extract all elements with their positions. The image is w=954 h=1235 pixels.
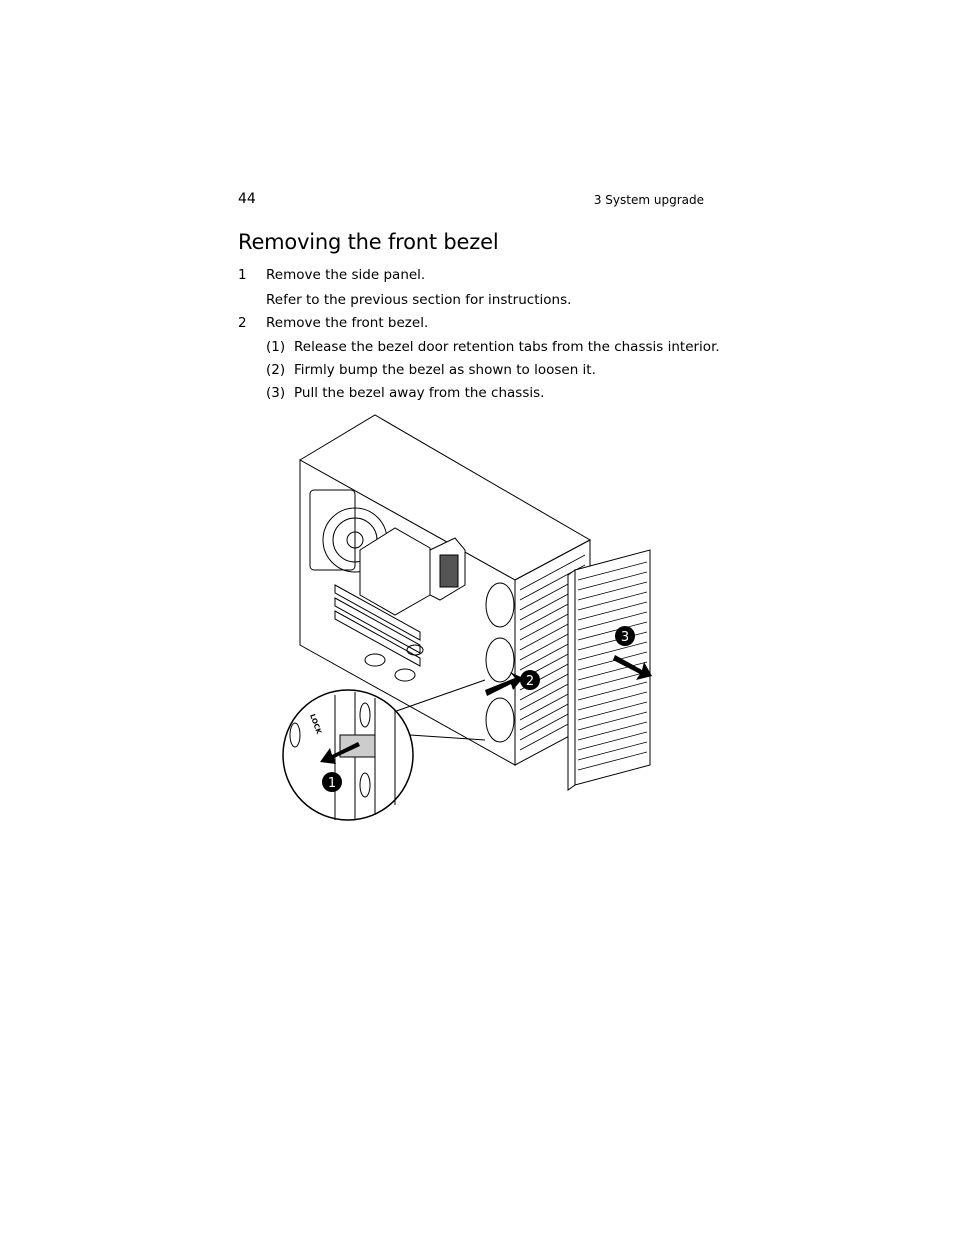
section-title: Removing the front bezel <box>238 230 499 254</box>
callout-3: 3 <box>621 630 629 645</box>
step-1-text: Remove the side panel. <box>266 267 426 283</box>
callout-1: 1 <box>328 776 336 791</box>
step-1-note: Refer to the previous section for instru… <box>266 292 572 308</box>
step-2-text: Remove the front bezel. <box>266 315 429 331</box>
page-number: 44 <box>238 191 256 207</box>
substep-text: Pull the bezel away from the chassis. <box>294 385 545 401</box>
substep-text: Firmly bump the bezel as shown to loosen… <box>294 362 596 378</box>
substep-label: (2) <box>266 362 286 378</box>
step-1: 1 <box>238 267 247 283</box>
substep-text: Release the bezel door retention tabs fr… <box>294 339 720 355</box>
substep-label: (1) <box>266 339 286 355</box>
callout-markers: 1 2 3 <box>322 626 635 792</box>
running-head: 3 System upgrade <box>593 193 704 207</box>
step-number: 2 <box>238 315 247 331</box>
bezel-removal-illustration: 1 2 3 LOCK <box>282 414 652 821</box>
substep-label: (3) <box>266 385 286 401</box>
callout-2: 2 <box>526 674 534 689</box>
step-2: 2 <box>238 315 247 331</box>
step-number: 1 <box>238 267 247 283</box>
